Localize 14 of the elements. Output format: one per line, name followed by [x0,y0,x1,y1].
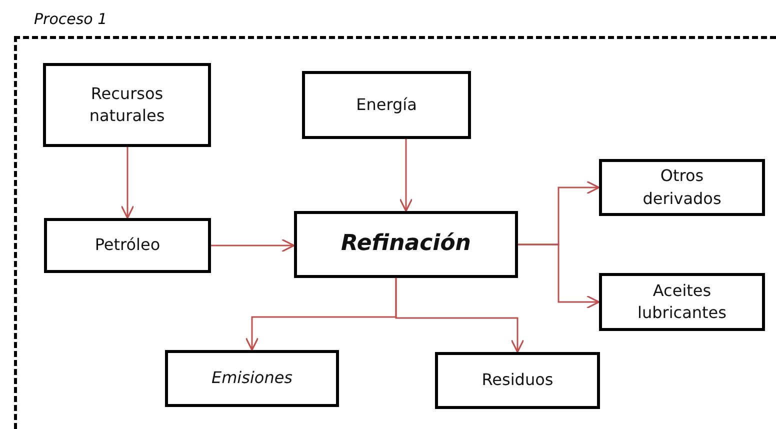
arrow [395,278,524,353]
process-box: Emisiones [165,350,339,407]
process-box: Recursos naturales [43,63,211,147]
process-box: Refinación [294,211,518,278]
arrow [399,139,413,212]
group-title: Proceso 1 [34,10,108,28]
process-box: Aceites lubricantes [599,273,765,331]
process-box: Petróleo [44,218,211,273]
arrow [518,244,600,309]
process-box: Otros derivados [599,159,765,216]
process-box: Residuos [435,352,600,409]
arrow [120,147,134,219]
arrow [211,238,295,252]
process-box: Energía [302,71,471,139]
